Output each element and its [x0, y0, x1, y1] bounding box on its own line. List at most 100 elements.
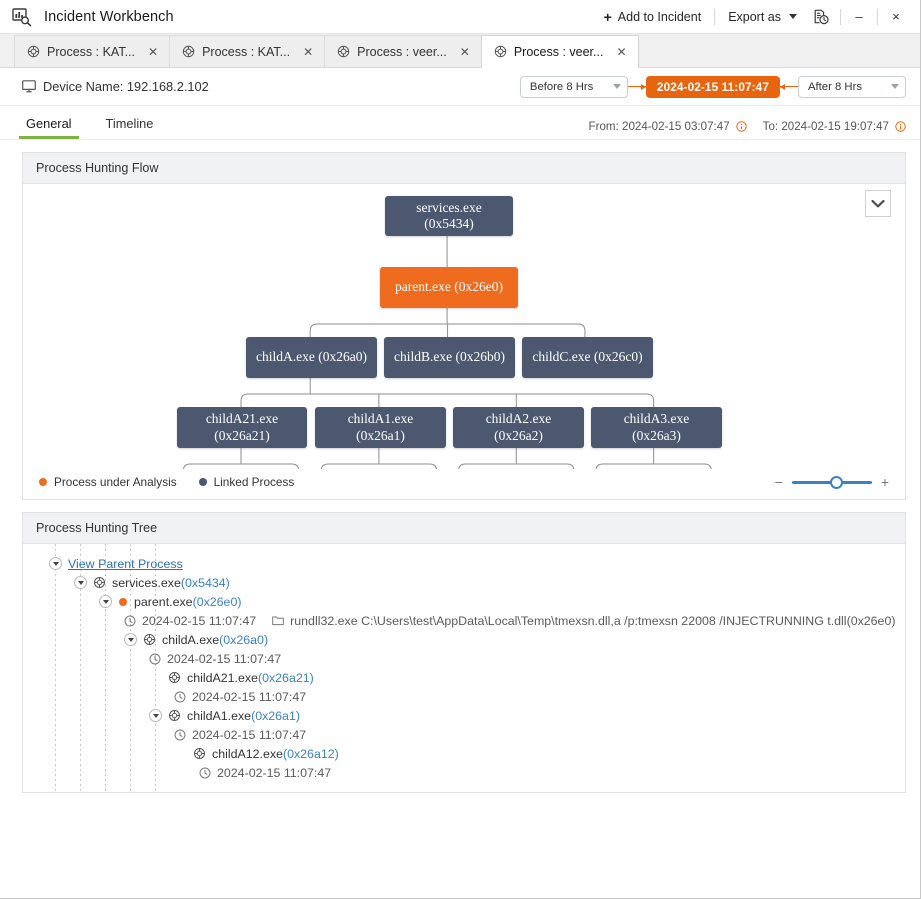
tab-general[interactable]: General — [19, 116, 79, 139]
flow-node-childA1[interactable]: childA1.exe(0x26a1) — [315, 407, 446, 448]
tree-process-row[interactable]: parent.exe(0x26e0) — [23, 592, 905, 611]
flow-node-label: childA2.exe(0x26a2) — [486, 411, 552, 443]
flow-node-parent[interactable]: parent.exe (0x26e0) — [380, 267, 518, 308]
flow-connector-lines — [182, 236, 712, 469]
anchor-time-pill[interactable]: 2024-02-15 11:07:47 — [645, 75, 780, 98]
flow-node-label: childA3.exe(0x26a3) — [624, 411, 690, 443]
tree-timestamp: 2024-02-15 11:07:47 — [142, 613, 257, 628]
zoom-out-button[interactable]: − — [774, 474, 783, 490]
close-icon[interactable]: ✕ — [616, 44, 627, 59]
close-button[interactable]: × — [892, 9, 900, 24]
before-hours-select[interactable]: Before 8 Hrs — [519, 75, 628, 98]
tab-process-2[interactable]: Process : veer... ✕ — [324, 35, 482, 67]
zoom-control[interactable]: − + — [775, 475, 889, 489]
tree-toggle[interactable] — [99, 595, 112, 608]
flow-collapse-button[interactable] — [865, 190, 891, 217]
tree-process-row[interactable]: childA1.exe(0x26a1) — [23, 706, 905, 725]
flow-node-childA2[interactable]: childA2.exe(0x26a2) — [453, 407, 584, 448]
chevron-down-icon — [789, 14, 797, 19]
tree-process-row[interactable]: childA21.exe(0x26a21) — [23, 668, 905, 687]
tab-strip: Process : KAT... ✕ Process : KAT... ✕ Pr… — [0, 34, 920, 68]
tab-process-3[interactable]: Process : veer... ✕ — [480, 35, 639, 68]
flow-node-label: childA21.exe(0x26a21) — [206, 411, 278, 443]
tab-process-1[interactable]: Process : KAT... ✕ — [169, 35, 326, 67]
flow-node-childA3[interactable]: childA3.exe(0x26a3) — [591, 407, 722, 448]
title-bar: Incident Workbench + Add to Incident Exp… — [0, 0, 920, 34]
flow-node-childC[interactable]: childC.exe (0x26c0) — [522, 337, 653, 378]
gear-icon — [168, 709, 181, 722]
tree-process-pid: (0x5434) — [180, 575, 230, 590]
chevron-down-icon — [871, 199, 885, 207]
tree-panel-body: View Parent Process services.exe(0x5434) p… — [23, 544, 905, 792]
gear-icon — [143, 633, 156, 646]
tree-process-row[interactable]: childA.exe(0x26a0) — [23, 630, 905, 649]
tree-process-row[interactable]: childA12.exe(0x26a12) — [23, 744, 905, 763]
flow-node-services[interactable]: services.exe(0x5434) — [385, 196, 513, 236]
flow-node-label: services.exe(0x5434) — [416, 200, 482, 232]
tree-row-content: childA21.exe(0x26a21) — [149, 671, 314, 685]
tree-row-content: childA.exe(0x26a0) — [124, 633, 268, 647]
close-icon[interactable]: ✕ — [303, 44, 314, 59]
flow-node-childB[interactable]: childB.exe (0x26b0) — [384, 337, 515, 378]
legend-label: Process under Analysis — [54, 475, 177, 489]
flow-panel-title: Process Hunting Flow — [23, 153, 905, 184]
flow-node-name: childA1.exe — [347, 411, 414, 427]
chevron-down-icon — [612, 84, 621, 89]
tree-detail-row[interactable]: 2024-02-15 11:07:47 — [23, 649, 905, 668]
flow-node-name: childA2.exe — [485, 411, 552, 427]
tree-row-content: services.exe(0x5434) — [74, 576, 230, 590]
view-parent-process-link[interactable]: View Parent Process — [68, 556, 183, 571]
content-area: Device Name: 192.168.2.102 Before 8 Hrs … — [0, 68, 920, 898]
export-as-button[interactable]: Export as — [719, 6, 806, 28]
tab-timeline[interactable]: Timeline — [105, 116, 154, 131]
tree-detail-row[interactable]: 2024-02-15 11:07:47 — [23, 687, 905, 706]
tree-toggle[interactable] — [124, 633, 137, 646]
flow-node-childA21[interactable]: childA21.exe(0x26a21) — [177, 407, 307, 448]
info-circle-icon[interactable] — [735, 121, 747, 132]
flow-node-pid: (0x5434) — [424, 216, 474, 231]
flow-node-name: childA3.exe — [623, 411, 690, 427]
device-name-label: Device Name: 192.168.2.102 — [43, 79, 209, 94]
tree-process-name: childA1.exe(0x26a1) — [187, 708, 300, 723]
tree-detail-row[interactable]: 2024-02-15 11:07:47 — [23, 725, 905, 744]
minimize-button[interactable]: – — [855, 9, 863, 24]
after-hours-select[interactable]: After 8 Hrs — [798, 75, 906, 98]
tree-toggle[interactable] — [149, 709, 162, 722]
tree-process-pid: (0x26a12) — [282, 746, 339, 761]
tree-process-name: parent.exe(0x26e0) — [134, 594, 242, 609]
flow-node-pid: (0x26a21) — [214, 427, 270, 443]
clock-icon — [124, 615, 136, 626]
chevron-down-icon — [891, 84, 899, 89]
time-range-controls: Before 8 Hrs 2024-02-15 11:07:47 After 8… — [519, 75, 906, 98]
zoom-in-button[interactable]: + — [880, 474, 889, 490]
flow-node-pid: (0x26a1) — [356, 427, 405, 443]
flow-node-label: childA1.exe(0x26a1) — [348, 411, 414, 443]
process-tree[interactable]: View Parent Process services.exe(0x5434) p… — [23, 544, 905, 792]
zoom-slider-handle[interactable] — [829, 475, 843, 489]
info-circle-icon[interactable] — [895, 121, 906, 132]
tree-process-row[interactable]: View Parent Process — [23, 554, 905, 573]
close-icon[interactable]: ✕ — [148, 44, 159, 59]
tree-process-name: childA.exe(0x26a0) — [162, 632, 269, 647]
tree-process-pid: (0x26a21) — [257, 670, 314, 685]
tree-row-content: parent.exe(0x26e0) — [99, 595, 241, 609]
tab-process-0[interactable]: Process : KAT... ✕ — [14, 35, 171, 67]
tree-toggle[interactable] — [49, 557, 62, 570]
tree-toggle[interactable] — [74, 576, 87, 589]
flow-node-childA[interactable]: childA.exe (0x26a0) — [246, 337, 377, 378]
connector-line-right — [780, 83, 798, 90]
flow-node-name: services.exe — [416, 199, 482, 215]
tree-row-content: View Parent Process — [49, 557, 183, 571]
after-hours-value: After 8 Hrs — [808, 80, 862, 93]
tree-process-row[interactable]: services.exe(0x5434) — [23, 573, 905, 592]
zoom-slider[interactable] — [791, 475, 872, 489]
close-icon[interactable]: ✕ — [459, 44, 470, 59]
process-flow-diagram[interactable]: services.exe(0x5434)parent.exe (0x26e0)c… — [23, 184, 905, 469]
report-history-button[interactable] — [806, 5, 836, 29]
process-icon — [494, 45, 507, 58]
tree-detail-row[interactable]: 2024-02-15 11:07:47 — [23, 763, 905, 782]
add-to-incident-button[interactable]: + Add to Incident — [595, 6, 711, 28]
